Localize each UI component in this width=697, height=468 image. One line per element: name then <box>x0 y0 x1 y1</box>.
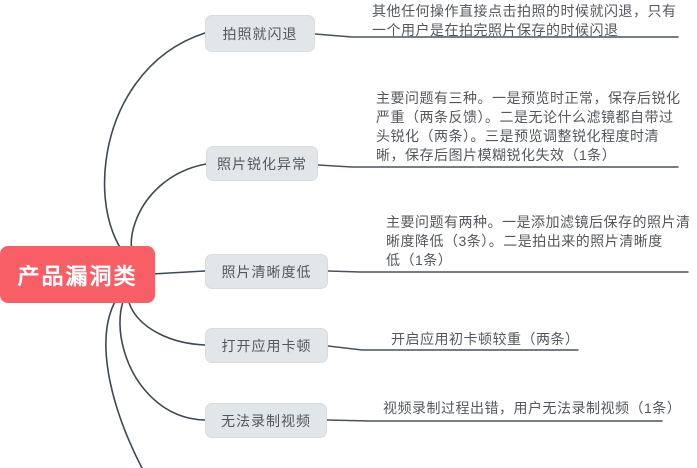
note-app-lag[interactable]: 开启应用初卡顿较重（两条） <box>391 331 580 347</box>
note-underline-4 <box>327 345 579 351</box>
branch-node-cannot-record-video[interactable]: 无法录制视频 <box>205 403 327 438</box>
note-underline-5 <box>326 419 663 422</box>
branch-node-low-clarity[interactable]: 照片清晰度低 <box>205 254 328 289</box>
root-node-label: 产品漏洞类 <box>17 263 138 289</box>
branch-node-label: 打开应用卡顿 <box>221 337 312 354</box>
note-underline-2 <box>317 164 679 168</box>
note-cannot-record-video[interactable]: 视频录制过程出错，用户无法录制视频（1条） <box>383 400 682 416</box>
note-underline-3 <box>327 270 689 273</box>
branch-node-label: 拍照就闪退 <box>222 25 298 42</box>
root-node-product-bugs[interactable]: 产品漏洞类 <box>0 246 155 303</box>
branch-node-app-lag[interactable]: 打开应用卡顿 <box>205 328 328 363</box>
branch-node-label: 无法录制视频 <box>221 412 311 429</box>
note-crash-on-shoot[interactable]: 其他任何操作直接点击拍照的时候就闪退，只有 一个用户是在拍完照片保存的时候闪退 <box>372 3 677 38</box>
branch-node-sharpen-abnormal[interactable]: 照片锐化异常 <box>206 146 318 181</box>
note-low-clarity[interactable]: 主要问题有两种。一是添加滤镜后保存的照片清 晰度降低（3条）。二是拍出来的照片清… <box>386 214 691 268</box>
note-underline-1 <box>314 33 679 38</box>
branch-node-label: 照片清晰度低 <box>221 263 312 280</box>
branch-node-crash-on-shoot[interactable]: 拍照就闪退 <box>205 15 315 52</box>
branch-node-label: 照片锐化异常 <box>217 155 307 172</box>
curve-root-to-branch-3 <box>151 270 206 275</box>
curve-root-to-branch-1 <box>103 32 206 275</box>
note-sharpen-abnormal[interactable]: 主要问题有三种。一是预览时正常，保存后锐化 严重（两条反馈）。二是无论什么滤镜都… <box>376 90 681 163</box>
